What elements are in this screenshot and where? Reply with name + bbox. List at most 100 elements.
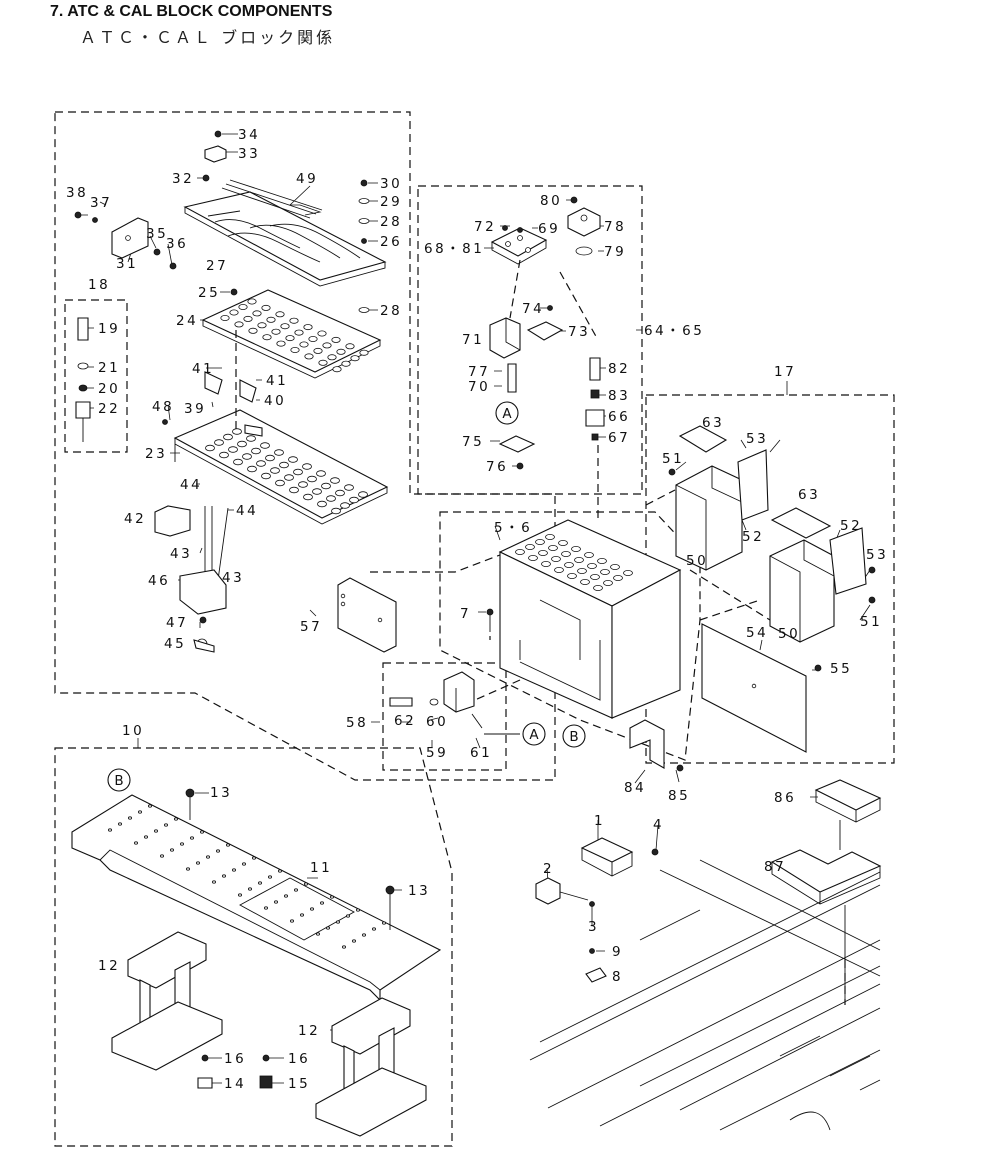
plate-hole [289,486,299,494]
plate-hole [313,347,323,354]
plate-hole [133,841,138,845]
callout: 44 [180,477,202,493]
plate-hole [580,579,590,586]
plate-hole [228,446,238,453]
plate-hole [275,311,285,318]
plate-hole [293,888,298,892]
callout-labels: 34 33 32 49 30 29 28 26 38 37 35 36 31 2… [66,127,888,1092]
plate-hole [321,482,331,490]
callout: 38 [66,185,88,201]
callout: 18 [88,277,110,293]
callout: 9 [612,944,623,960]
callout: 53 [866,547,888,563]
plate-hole [284,474,294,481]
callout: 12 [298,1023,320,1039]
clamp-71 [489,317,521,359]
plate-hole [237,893,242,897]
callout: 50 [778,626,800,642]
plate-hole [265,454,275,462]
plate-hole [600,569,610,576]
callout: 11 [310,860,332,876]
callout: 3 [588,919,599,935]
plate-hole [205,855,210,859]
callout: 8 [612,969,623,985]
callout: 31 [116,256,138,272]
plate-57 [337,577,397,653]
plate-hole [351,939,356,943]
plate-hole [260,442,270,449]
callout: 63 [702,415,724,431]
callout: 84 [624,780,646,796]
plate-hole [261,304,271,311]
base-plate-11 [71,794,442,1002]
callout: 1 [594,813,605,829]
callout: 55 [830,661,852,677]
plate-hole [331,336,341,343]
plate-hole [271,328,281,335]
callout: 33 [238,146,260,162]
callout: 70 [468,379,490,395]
sheet-63 [678,425,832,539]
base-box-5-6 [498,519,682,719]
plate-24 [201,289,382,379]
plate-hole [336,348,346,355]
plate-hole [318,359,328,366]
marker-b-lower: B [107,768,131,792]
plate-hole [381,921,386,925]
plate-hole [584,552,594,559]
plate-hole [349,496,359,504]
plate-hole [345,343,355,350]
plate-hole [315,932,320,936]
plate-hole [261,472,271,480]
plate-hole [243,315,253,322]
plate-hole [603,580,613,587]
plate-hole [163,823,168,827]
plate-hole [359,349,369,356]
plate-hole [153,829,158,833]
callout: 75 [462,434,484,450]
callout: 36 [166,236,188,252]
callout: 41 [266,373,288,389]
plate-hole [108,828,113,832]
callout: 26 [380,234,402,250]
callout: 51 [662,451,684,467]
callout: 48 [152,399,174,415]
plate-hole [571,546,581,553]
fitting-45 [193,638,215,653]
plate-hole [214,439,224,446]
plate-hole [273,900,278,904]
screw-7 [486,608,494,632]
plate-hole [593,585,603,592]
screws-10 [185,788,395,1089]
plate-hole [238,303,248,310]
callout: 7 [460,606,471,622]
plate-hole [266,316,276,323]
plate-hole [358,491,368,498]
plate-hole [303,882,308,886]
machine-frame [529,859,881,1131]
plate-hole [325,926,330,930]
plate-hole [237,440,247,448]
plate-hole [293,468,303,476]
plate-hole [233,458,243,466]
plate-hole [298,481,308,488]
callout: 63 [798,487,820,503]
plate-hole [329,895,334,899]
plate-hole [223,433,233,441]
callout: 13 [408,883,430,899]
plate-hole [341,360,351,367]
sensor-assembly-18 [75,317,91,442]
plate-hole [279,461,289,469]
callout: 39 [184,401,206,417]
plate-hole [317,330,327,337]
plate-hole [590,574,600,581]
callout: 24 [176,313,198,329]
plate-75 [498,435,536,453]
svg-text:B: B [569,729,578,745]
marker-a-upper: A [495,401,519,425]
connector-lines [235,259,771,701]
plate-hole [309,907,314,911]
plate-hole [361,933,366,937]
plate-hole [345,914,350,918]
